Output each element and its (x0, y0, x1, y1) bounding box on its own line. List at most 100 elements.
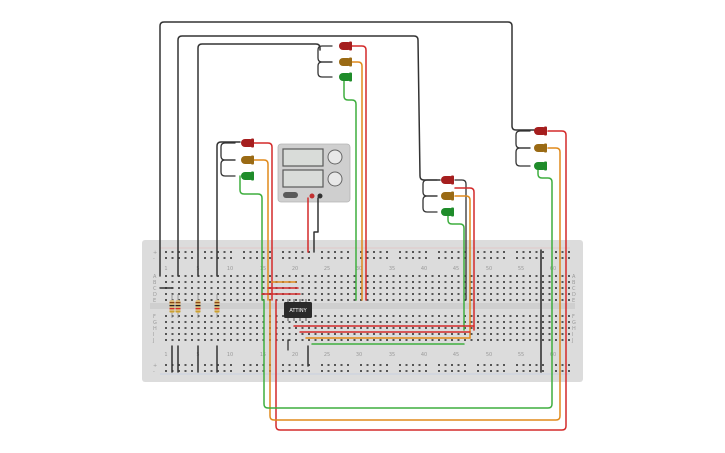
resistors[interactable] (169, 294, 220, 318)
hole[interactable] (360, 339, 362, 341)
rail-hole[interactable] (178, 251, 180, 253)
hole[interactable] (457, 321, 460, 323)
hole[interactable] (360, 287, 362, 289)
hole[interactable] (503, 299, 505, 301)
hole[interactable] (223, 287, 226, 289)
rail-hole[interactable] (360, 364, 362, 366)
hole[interactable] (340, 287, 343, 289)
hole[interactable] (522, 327, 525, 329)
hole[interactable] (444, 293, 447, 295)
hole[interactable] (327, 299, 330, 301)
hole[interactable] (334, 287, 336, 289)
hole[interactable] (490, 299, 492, 301)
rail-hole[interactable] (282, 370, 284, 372)
hole[interactable] (210, 339, 213, 341)
hole[interactable] (477, 321, 479, 323)
hole[interactable] (178, 293, 180, 295)
hole[interactable] (464, 293, 466, 295)
hole[interactable] (230, 321, 232, 323)
hole[interactable] (490, 287, 492, 289)
hole[interactable] (249, 281, 252, 283)
hole[interactable] (327, 281, 330, 283)
rail-hole[interactable] (444, 364, 447, 366)
rail-hole[interactable] (529, 364, 531, 366)
hole[interactable] (444, 321, 447, 323)
rail-hole[interactable] (386, 364, 388, 366)
hole[interactable] (301, 333, 304, 335)
hole[interactable] (256, 281, 258, 283)
hole[interactable] (542, 275, 544, 277)
hole[interactable] (470, 299, 473, 301)
hole[interactable] (210, 281, 213, 283)
rail-hole[interactable] (561, 257, 564, 259)
hole[interactable] (347, 287, 349, 289)
hole[interactable] (340, 321, 343, 323)
rail-hole[interactable] (249, 257, 252, 259)
hole[interactable] (334, 275, 336, 277)
hole[interactable] (496, 281, 499, 283)
hole[interactable] (529, 287, 531, 289)
hole[interactable] (217, 293, 219, 295)
hole[interactable] (256, 287, 258, 289)
rail-hole[interactable] (438, 370, 440, 372)
hole[interactable] (548, 287, 551, 289)
hole[interactable] (418, 293, 421, 295)
rail-hole[interactable] (412, 257, 414, 259)
hole[interactable] (334, 321, 336, 323)
hole[interactable] (217, 315, 219, 317)
hole[interactable] (373, 321, 375, 323)
rail-hole[interactable] (451, 251, 453, 253)
hole[interactable] (236, 281, 239, 283)
hole[interactable] (386, 281, 388, 283)
hole[interactable] (438, 281, 440, 283)
hole[interactable] (204, 333, 206, 335)
hole[interactable] (392, 327, 395, 329)
hole[interactable] (490, 333, 492, 335)
yellow-led[interactable] (441, 192, 454, 200)
hole[interactable] (555, 293, 557, 295)
hole[interactable] (230, 333, 232, 335)
hole[interactable] (210, 327, 213, 329)
hole[interactable] (347, 327, 349, 329)
hole[interactable] (165, 333, 167, 335)
hole[interactable] (288, 327, 291, 329)
hole[interactable] (165, 339, 167, 341)
hole[interactable] (236, 339, 239, 341)
hole[interactable] (529, 333, 531, 335)
hole[interactable] (379, 281, 382, 283)
rail-hole[interactable] (191, 370, 193, 372)
hole[interactable] (483, 321, 486, 323)
hole[interactable] (509, 339, 512, 341)
rail-hole[interactable] (516, 370, 518, 372)
hole[interactable] (178, 281, 180, 283)
rail-hole[interactable] (379, 257, 382, 259)
hole[interactable] (451, 275, 453, 277)
hole[interactable] (496, 321, 499, 323)
hole[interactable] (353, 339, 356, 341)
hole[interactable] (470, 275, 473, 277)
hole[interactable] (464, 327, 466, 329)
hole[interactable] (171, 321, 174, 323)
hole[interactable] (399, 281, 401, 283)
hole[interactable] (438, 299, 440, 301)
hole[interactable] (431, 327, 434, 329)
hole[interactable] (555, 327, 557, 329)
rail-hole[interactable] (477, 251, 479, 253)
power-supply-knob-top[interactable] (327, 149, 343, 165)
rail-hole[interactable] (288, 370, 291, 372)
hole[interactable] (412, 321, 414, 323)
rail-hole[interactable] (412, 251, 414, 253)
rail-hole[interactable] (522, 257, 525, 259)
hole[interactable] (327, 333, 330, 335)
hole[interactable] (171, 293, 174, 295)
hole[interactable] (444, 333, 447, 335)
hole[interactable] (217, 339, 219, 341)
hole[interactable] (314, 339, 317, 341)
hole[interactable] (308, 299, 310, 301)
rail-hole[interactable] (178, 257, 180, 259)
hole[interactable] (490, 315, 492, 317)
hole[interactable] (373, 299, 375, 301)
hole[interactable] (542, 287, 544, 289)
hole[interactable] (418, 315, 421, 317)
hole[interactable] (184, 321, 187, 323)
